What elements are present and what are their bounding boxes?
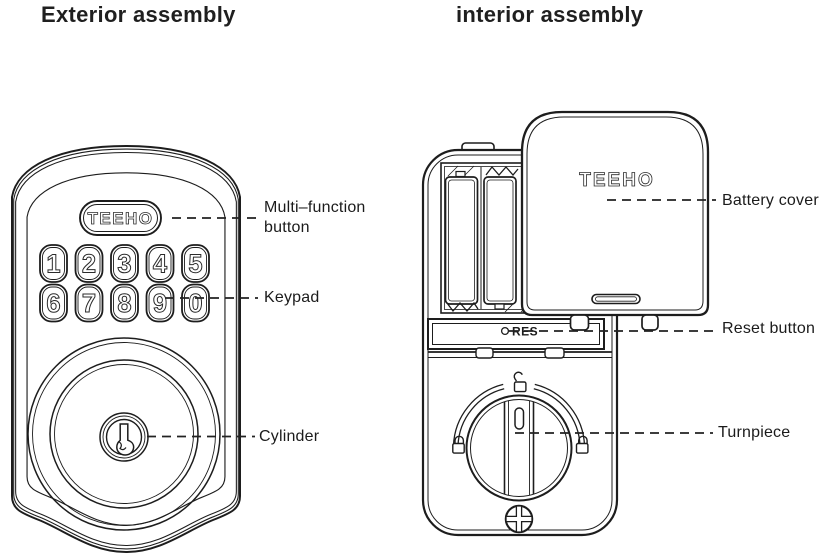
label-multi-function-line1: Multi–function [264, 199, 366, 216]
svg-text:5: 5 [188, 251, 202, 279]
label-turnpiece: Turnpiece [718, 424, 791, 441]
battery-cover: TEEHO [520, 110, 710, 331]
battery-spring-bottom [446, 301, 479, 313]
label-multi-function-line2: button [264, 219, 310, 236]
svg-text:9: 9 [153, 290, 167, 318]
keypad-key-7: 7 [74, 283, 104, 323]
svg-text:7: 7 [82, 290, 96, 318]
cover-clip-left [569, 314, 590, 331]
label-keypad: Keypad [264, 289, 320, 306]
keyhole-icon [116, 423, 135, 456]
battery-spring-top [485, 165, 519, 177]
lock-icon-left [452, 435, 465, 454]
lower-panel-edge [428, 347, 612, 359]
deadbolt-cylinder [27, 337, 221, 531]
label-multi-function-button: Multi–function button [264, 198, 366, 238]
multi-function-button: TEEHO [79, 200, 162, 236]
keypad-key-4: 4 [145, 244, 175, 283]
keypad-key-3: 3 [110, 244, 139, 283]
keypad-key-6: 6 [39, 283, 68, 323]
svg-text:2: 2 [82, 251, 96, 279]
keypad-key-8: 8 [110, 283, 139, 323]
battery-slot-1 [444, 170, 479, 313]
label-reset-button: Reset button [722, 320, 816, 337]
exterior-lock-illustration: TEEHO 1 2 3 [11, 144, 258, 554]
brand-logo-cover: TEEHO [579, 170, 654, 191]
label-battery-cover: Battery cover [722, 192, 819, 209]
brand-logo-exterior: TEEHO [87, 209, 153, 228]
interior-assembly-title: interior assembly [456, 2, 644, 27]
exterior-assembly-title: Exterior assembly [41, 2, 236, 27]
turnpiece-knob [503, 401, 535, 495]
lock-icon-right [575, 435, 589, 454]
keypad-key-1: 1 [39, 244, 68, 283]
label-cylinder: Cylinder [259, 428, 320, 445]
interior-assembly-illustration: RES [421, 110, 716, 537]
keypad-key-2: 2 [74, 244, 104, 283]
svg-text:8: 8 [117, 290, 131, 318]
svg-text:4: 4 [153, 251, 168, 279]
turnpiece [452, 371, 589, 502]
cover-clip-right [641, 314, 659, 331]
svg-text:3: 3 [117, 251, 131, 279]
reset-hole-icon [500, 326, 510, 336]
keypad: 1 2 3 4 [39, 244, 210, 323]
battery-slot-2 [483, 165, 519, 310]
screw-icon [504, 504, 534, 534]
keypad-key-0: 0 [181, 283, 210, 323]
svg-text:6: 6 [46, 290, 60, 318]
keypad-key-5: 5 [181, 244, 210, 283]
battery-compartment [440, 162, 546, 314]
svg-text:1: 1 [46, 251, 60, 279]
svg-text:0: 0 [188, 290, 202, 318]
cover-pry-slot [591, 293, 641, 305]
unlock-icon [513, 371, 527, 393]
keypad-key-9: 9 [145, 283, 175, 323]
